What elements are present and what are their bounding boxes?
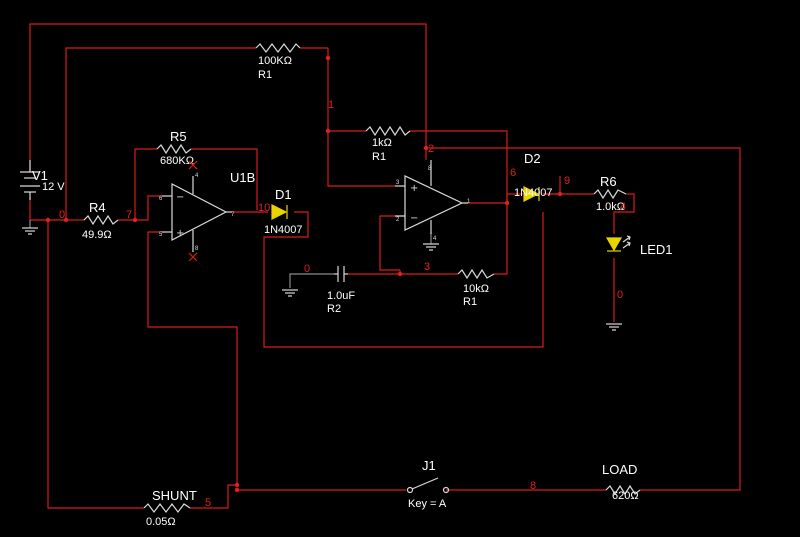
junction-dots: [45, 55, 563, 493]
resistor-shunt[interactable]: [143, 503, 191, 513]
cap-ref: R2: [327, 303, 341, 315]
r1-mid-value: 1kΩ: [372, 137, 392, 149]
cap-value: 1.0uF: [327, 290, 355, 302]
u1b-pin-7: 7: [231, 212, 235, 218]
r1-top-value: 100KΩ: [258, 55, 292, 67]
switch-j1[interactable]: [406, 477, 450, 494]
u1b-pin-6: 6: [159, 196, 163, 202]
node-label: 6: [510, 167, 516, 179]
d1-ref: D1: [275, 187, 292, 202]
r4-ref: R4: [89, 200, 106, 215]
r5-ref: R5: [170, 129, 187, 144]
r6-value: 1.0kΩ: [596, 201, 625, 213]
node-label: 8: [530, 480, 536, 492]
u1b-pin-5: 5: [159, 232, 163, 238]
v1-value: 12 V: [42, 181, 65, 193]
r5-value: 680KΩ: [160, 155, 194, 167]
node-label: 10: [258, 202, 270, 214]
node-label: 0: [617, 289, 623, 301]
node-label: 4: [620, 201, 626, 213]
svg-text:+: +: [176, 228, 184, 239]
ground-symbol: [423, 243, 439, 251]
ground-symbol: [606, 323, 622, 331]
r4-value: 49.9Ω: [82, 229, 112, 241]
resistor-load[interactable]: [605, 484, 641, 496]
node-label: 7: [126, 209, 132, 221]
v1-ref: V1: [32, 168, 48, 183]
resistor-r1-top[interactable]: [255, 43, 301, 53]
resistor-r6[interactable]: [593, 188, 627, 200]
j1-value: Key = A: [408, 498, 447, 510]
svg-text:+: +: [410, 183, 418, 194]
led-led1[interactable]: [605, 235, 631, 252]
resistor-r1-mid[interactable]: [365, 125, 411, 137]
node-label: 2: [428, 143, 434, 155]
ground-symbol: [22, 220, 38, 235]
u2-pin-2: 2: [396, 217, 400, 223]
u2-pin-8: 8: [428, 166, 432, 172]
d2-ref: D2: [524, 151, 541, 166]
u2-pin-1: 1: [467, 199, 471, 205]
load-value: 620Ω: [612, 490, 639, 502]
resistor-r1-bot[interactable]: [457, 268, 495, 280]
node-label: 5: [205, 497, 211, 509]
resistor-r4[interactable]: [83, 214, 119, 226]
diode-d2[interactable]: [523, 186, 540, 202]
r1-bot-ref: R1: [463, 296, 477, 308]
node-label: 0: [59, 209, 65, 221]
u1b-pin-8: 8: [195, 246, 199, 252]
svg-text:−: −: [410, 213, 418, 224]
d1-value: 1N4007: [264, 224, 303, 236]
j1-ref: J1: [422, 458, 436, 473]
ground-symbol: [282, 289, 298, 297]
load-ref: LOAD: [602, 462, 637, 477]
node-label: 1: [328, 99, 334, 111]
r1-mid-ref: R1: [372, 151, 386, 163]
shunt-ref: SHUNT: [152, 488, 197, 503]
led1-ref: LED1: [640, 242, 673, 257]
u1b-pin-4: 4: [195, 173, 199, 179]
node-label: 0: [304, 263, 310, 275]
r1-top-ref: R1: [258, 69, 272, 81]
opamp-u2[interactable]: + −: [395, 160, 468, 234]
opamp-u1b[interactable]: − +: [162, 176, 232, 252]
r1-bot-value: 10kΩ: [463, 283, 489, 295]
svg-text:−: −: [176, 192, 184, 203]
no-connect-marker: [188, 160, 198, 262]
r6-ref: R6: [600, 174, 617, 189]
diode-d1[interactable]: [271, 204, 288, 220]
u1b-ref: U1B: [230, 170, 255, 185]
capacitor-r2[interactable]: [334, 266, 348, 282]
d2-value: 1N4007: [514, 187, 553, 199]
shunt-value: 0.05Ω: [146, 516, 176, 528]
wires: [29, 23, 741, 509]
node-label: 9: [564, 175, 570, 187]
u2-pin-3: 3: [396, 180, 400, 186]
u2-pin-4: 4: [433, 236, 437, 242]
node-label: 3: [424, 261, 430, 273]
resistor-r5[interactable]: [156, 143, 192, 155]
battery-v1[interactable]: [20, 160, 40, 200]
